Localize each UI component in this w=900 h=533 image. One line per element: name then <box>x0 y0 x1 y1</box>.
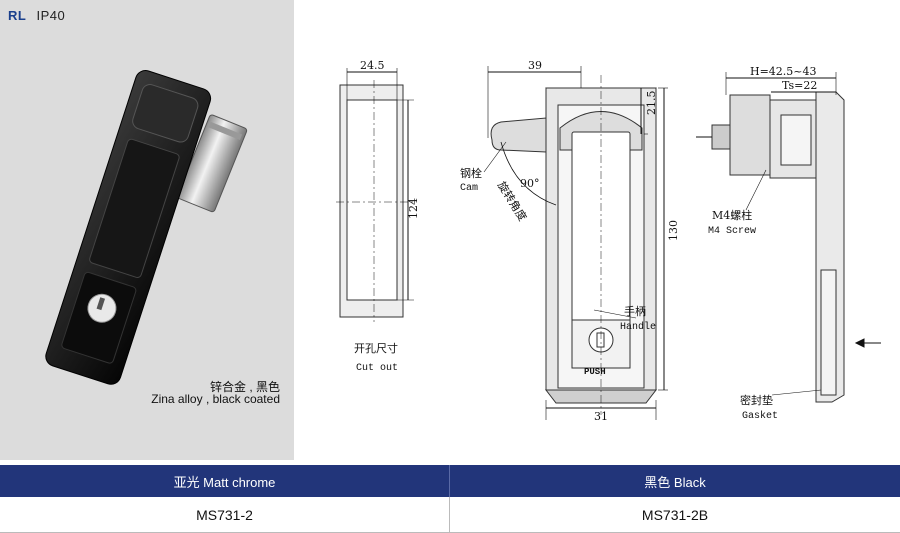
screw-label-cn: M4螺柱 <box>712 208 752 222</box>
gasket-label-en: Gasket <box>742 410 778 422</box>
cutout-label-cn: 开孔尺寸 <box>354 341 398 355</box>
header-black: 黑色 Black <box>644 474 706 490</box>
front-push-label: PUSH <box>584 367 606 377</box>
handle-label-en: Handle <box>620 321 656 333</box>
front-reach-dim: 39 <box>528 59 542 72</box>
ip-rating: IP40 <box>36 8 66 23</box>
table-header-row: 亚光 Matt chrome 黑色 Black <box>0 465 900 497</box>
front-top-dim: 21.5 <box>645 91 658 116</box>
cutout-height-dim: 124 <box>407 198 420 219</box>
product-photo-panel: RL IP40 锌合金 , 黑色 Zina alloy , black coat… <box>0 0 294 460</box>
header-matt-chrome: 亚光 Matt chrome <box>0 465 450 497</box>
front-width-dim: 31 <box>594 410 608 423</box>
photo-caption-cn: 锌合金 , 黑色 <box>209 380 280 394</box>
gasket-label-cn: 密封垫 <box>740 393 773 407</box>
screw-label-en: M4 Screw <box>708 226 756 237</box>
series-tag: RL IP40 <box>8 8 65 23</box>
table-row: MS731-2 MS731-2B <box>0 497 900 533</box>
technical-drawings: 24.5 124 开孔尺寸 Cut out 39 21.5 130 31 90°… <box>336 59 881 423</box>
product-photo <box>45 70 248 385</box>
side-h-dim: H=42.5~43 <box>750 65 817 78</box>
cutout-view <box>336 68 416 322</box>
cutout-width-dim: 24.5 <box>360 59 385 72</box>
cam-label-cn: 钢栓 <box>460 166 482 180</box>
model-matt-chrome: MS731-2 <box>0 497 450 532</box>
front-angle: 90° <box>520 177 540 190</box>
series-code: RL <box>8 8 27 23</box>
cutout-label-en: Cut out <box>356 363 398 374</box>
side-view <box>696 72 881 403</box>
front-height-dim: 130 <box>667 220 680 241</box>
photo-caption-en: Zina alloy , black coated <box>151 392 280 406</box>
handle-label-cn: 手柄 <box>624 304 646 318</box>
cam-label-en: Cam <box>460 183 478 194</box>
model-black: MS731-2B <box>641 506 709 523</box>
side-ts-dim: Ts=22 <box>782 79 817 92</box>
front-view <box>483 66 668 420</box>
model-table: 亚光 Matt chrome 黑色 Black MS731-2 MS731-2B <box>0 465 900 533</box>
